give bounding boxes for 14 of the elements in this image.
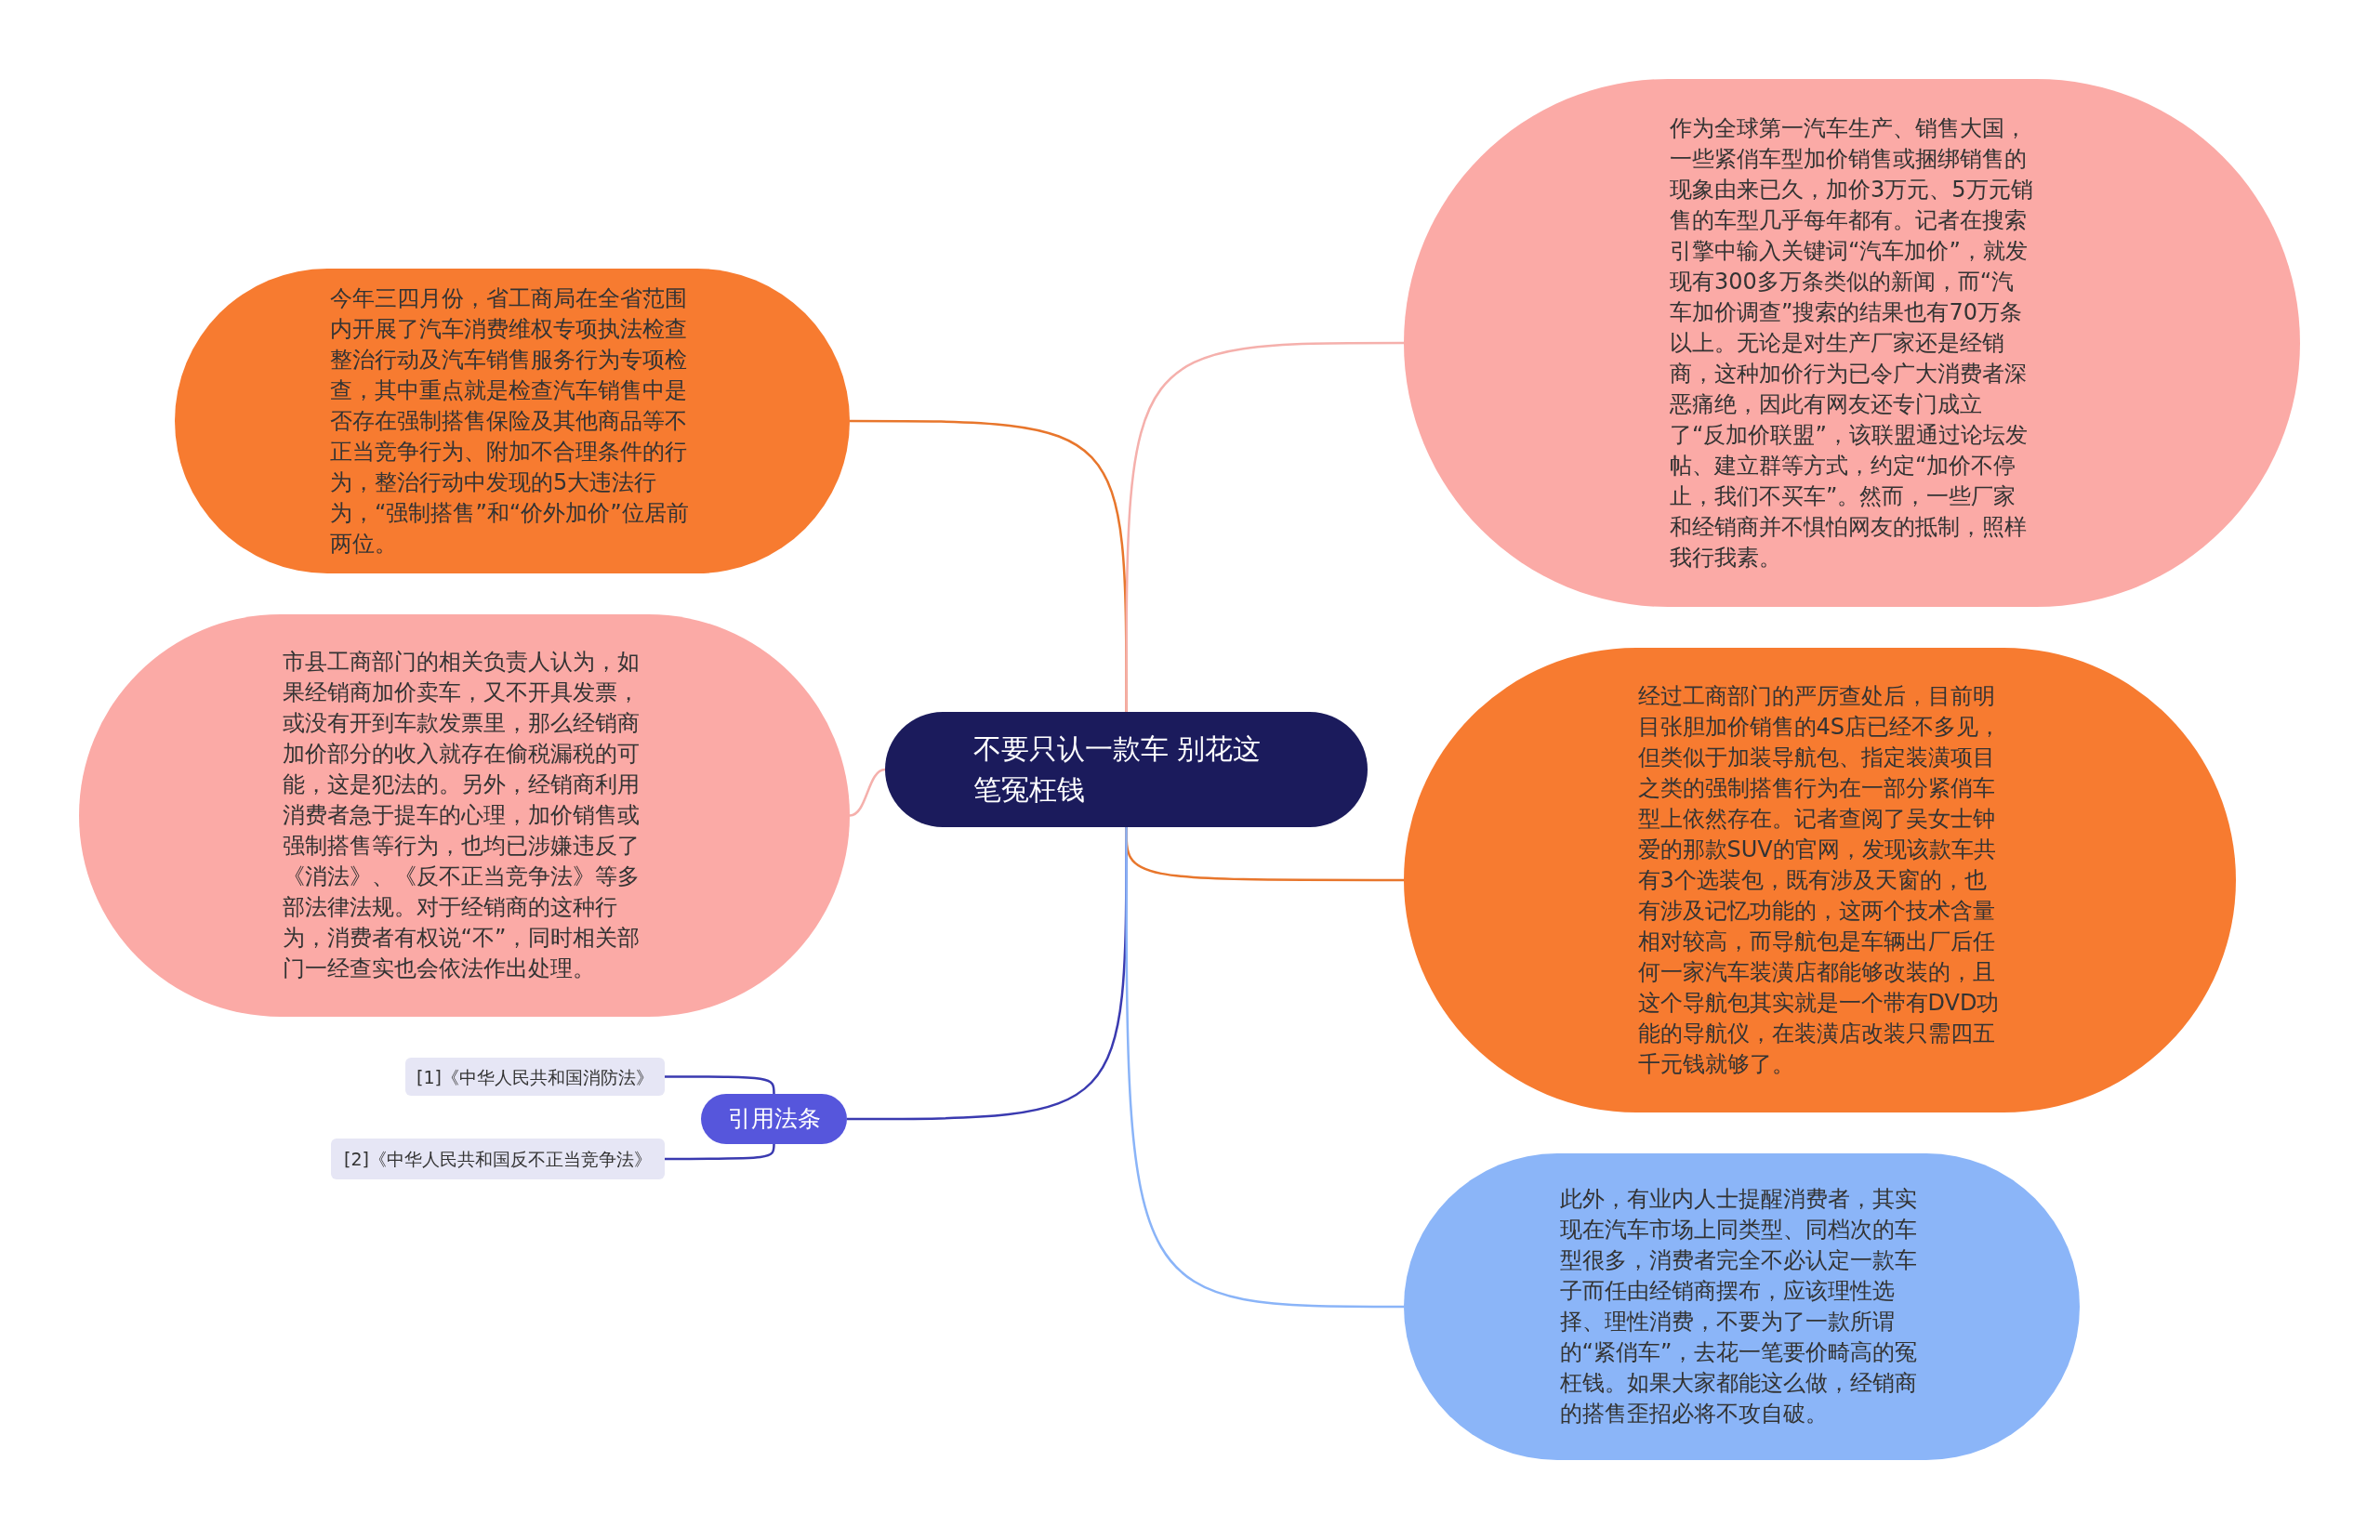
topic-bubble: 作为全球第一汽车生产、销售大国，一些紧俏车型加价销售或捆绑销售的现象由来已久，加价3万元、5万元销售的车型几乎每年都有。记者在搜索引擎中输入关键词“汽车加价”，就发现有300多万条类似的新闻，而“汽车加价调查”搜索的结果也有70万条以上。无论是对生产厂家还是经销商，这种加价行为已令广大消费者深恶痛绝，因此有网友还专门成立了“反加价联盟”，该联盟通过论坛发帖、建立群等方式，约定“加价不停止，我们不买车”。然而，一些厂家和经销商并不惧怕网友的抵制，照样我行我素。 [1404,79,2300,607]
connector [665,1143,775,1161]
topic-pill: 引用法条 [701,1094,847,1144]
topic-bubble: 此外，有业内人士提醒消费者，其实现在汽车市场上同类型、同档次的车型很多，消费者完全不必认定一款车子而任由经销商摆布，应该理性选择、理性消费，不要为了一款所谓的“紧俏车”，去花一笔要价畸高的冤枉钱。如果大家都能这么做，经销商的搭售歪招必将不攻自破。 [1404,1153,2080,1460]
connector [1125,827,1404,1309]
central-topic: 不要只认一款车 别花这笔冤枉钱 [885,712,1368,827]
topic-bubble: 经过工商部门的严厉查处后，目前明目张胆加价销售的4S店已经不多见，但类似于加装导航包、指定装潢项目之类的强制搭售行为在一部分紧俏车型上依然存在。记者查阅了吴女士钟爱的那款SUV的官网，发现该款车共有3个选装包，既有涉及天窗的，也有涉及记忆功能的，这两个技术含量相对较高，而导航包是车辆出厂后任何一家汽车装潢店都能够改装的，且这个导航包其实就是一个带有DVD功能的导航仪，在装潢店改装只需四五千元钱就够了。 [1404,648,2236,1112]
connector [849,768,886,817]
connector [1125,341,1404,712]
connector [665,1075,775,1095]
topic-bubble: 市县工商部门的相关负责人认为，如果经销商加价卖车，又不开具发票，或没有开到车款发票里，那么经销商加价部分的收入就存在偷税漏税的可能，这是犯法的。另外，经销商利用消费者急于提车的心理，加价销售或强制搭售等行为，也均已涉嫌违反了《消法》、《反不正当竞争法》等多部法律法规。对于经销商的这种行为，消费者有权说“不”，同时相关部门一经查实也会依法作出处理。 [79,614,850,1017]
reference-tag: [1]《中华人民共和国消防法》 [405,1058,665,1096]
reference-tag: [2]《中华人民共和国反不正当竞争法》 [331,1139,665,1179]
topic-bubble: 今年三四月份，省工商局在全省范围内开展了汽车消费维权专项执法检查整治行动及汽车销售服务行为专项检查，其中重点就是检查汽车销售中是否存在强制搭售保险及其他商品等不正当竞争行为、附加不合理条件的行为，整治行动中发现的5大违法行为，“强制搭售”和“价外加价”位居前两位。 [175,269,850,573]
